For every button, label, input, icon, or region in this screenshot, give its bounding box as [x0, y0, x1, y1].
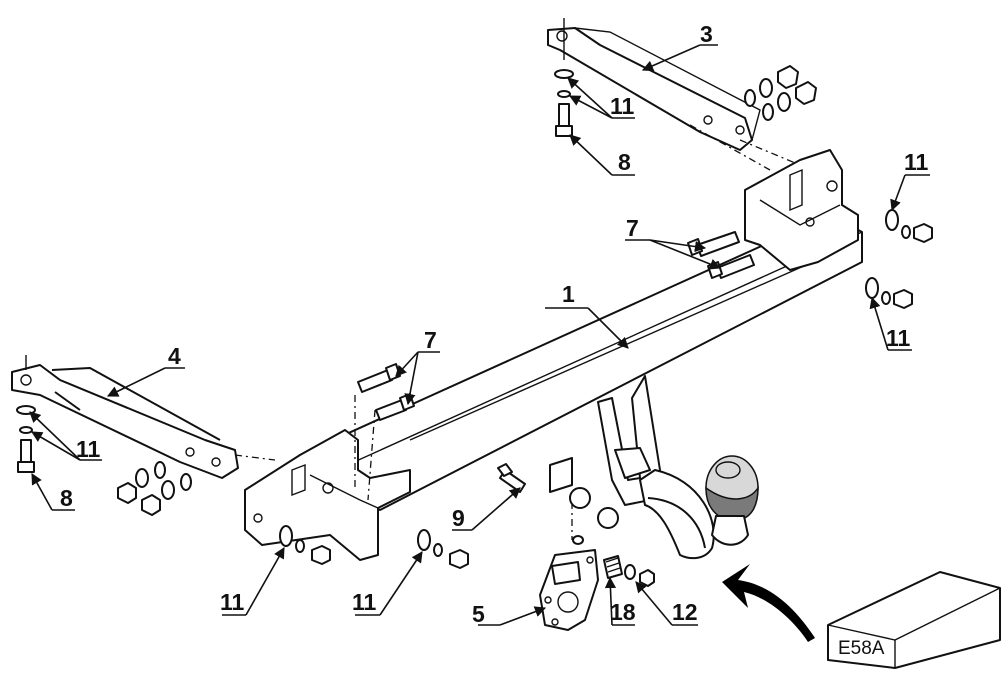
- callout-labels: 1 3 4 5 7 7 8 8 9 11 11 11 11 11 11 12 1…: [60, 21, 929, 627]
- callout-9: 9: [452, 505, 465, 531]
- callout-12: 12: [672, 599, 698, 625]
- callout-18: 18: [610, 599, 636, 625]
- callout-11-bottom-left: 11: [220, 589, 245, 615]
- callout-11-left: 11: [76, 436, 101, 462]
- callout-1: 1: [562, 281, 575, 307]
- left-bracket-arm: [11, 355, 276, 479]
- callout-11-right-upper: 11: [904, 149, 929, 175]
- callout-8-left: 8: [60, 485, 73, 511]
- callout-11-right-lower: 11: [886, 325, 911, 351]
- small-parts: [497, 457, 655, 587]
- right-side-fasteners: [865, 209, 933, 309]
- right-arm-fasteners: [744, 65, 817, 121]
- left-bolts: [357, 363, 415, 421]
- callout-5: 5: [472, 601, 485, 627]
- installation-arrow: [722, 564, 815, 642]
- socket-plate: [539, 502, 599, 631]
- kit-box: E58A: [827, 571, 1001, 669]
- lower-left-fasteners: [279, 525, 469, 569]
- right-bracket-arm: [547, 27, 801, 171]
- callout-4: 4: [168, 343, 181, 369]
- tow-ball: [705, 455, 759, 546]
- callout-3: 3: [700, 21, 713, 47]
- left-bolt-assembly: [16, 405, 36, 473]
- right-mounting-bracket: [744, 149, 859, 271]
- callout-8-top: 8: [618, 149, 631, 175]
- callout-11-bottom-middle: 11: [352, 589, 377, 615]
- callout-11-top: 11: [610, 93, 635, 119]
- callout-7-top: 7: [626, 215, 639, 241]
- leader-lines: [29, 44, 930, 626]
- callout-7-left: 7: [424, 327, 437, 353]
- kit-box-label: E58A: [838, 638, 885, 659]
- tow-ball-mount: [597, 375, 715, 560]
- left-arm-fasteners: [117, 461, 192, 516]
